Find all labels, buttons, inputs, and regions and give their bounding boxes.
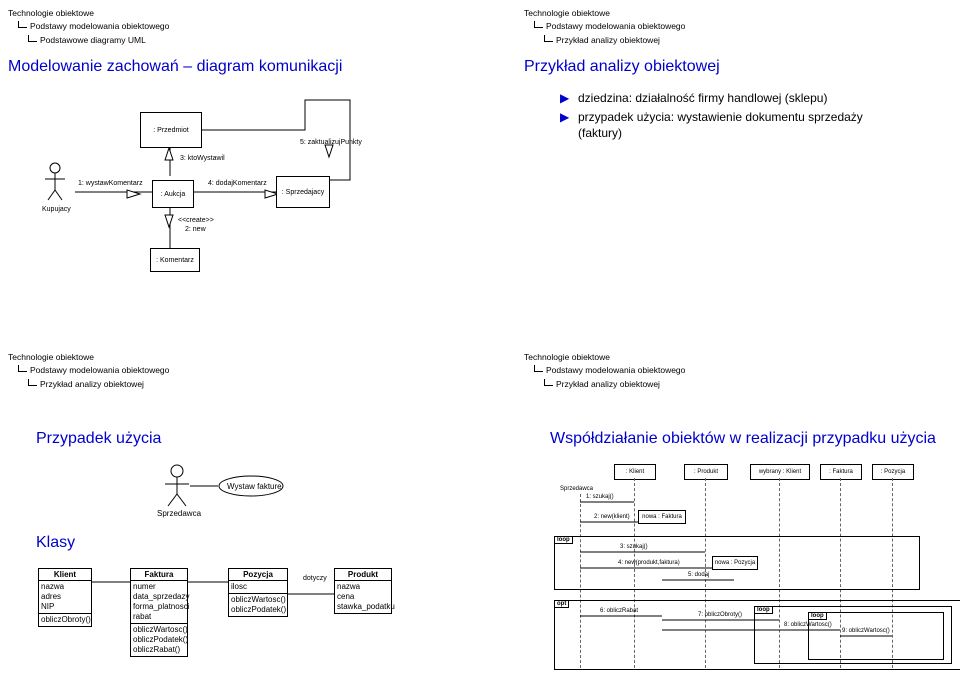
lifeline-faktura: : Faktura [820, 464, 862, 480]
actor-label: Sprzedawca [157, 509, 202, 518]
message-label: 9: obliczWartosc() [842, 628, 890, 634]
message-label: 6: obliczRabat [600, 608, 639, 614]
message-label: 4: new(produkt,faktura) [618, 560, 680, 566]
object-sprzedajacy: : Sprzedajacy [276, 176, 330, 208]
message-label: 1: szukaj() [586, 494, 614, 500]
frame-tag: loop [755, 607, 773, 614]
header-section: Podstawy modelowania obiektowego [8, 21, 169, 31]
tree-hook-icon [28, 35, 37, 42]
bullet-icon: ▶ [560, 91, 570, 105]
slide-title: Współdziałanie obiektów w realizacji prz… [550, 430, 936, 447]
lifeline-pozycja: : Pozycja [872, 464, 914, 480]
slide-title: Modelowanie zachowań – diagram komunikac… [8, 58, 343, 75]
header-course: Technologie obiektowe [524, 352, 611, 362]
tree-hook-icon [534, 21, 543, 28]
object-nowa-pozycja: nowa : Pozycja [712, 556, 758, 570]
message-label: 1: wystawKomentarz [78, 180, 143, 187]
loop-frame-nested: loop [808, 612, 944, 660]
sequence-arrows [580, 501, 892, 637]
association-label: dotyczy [303, 575, 327, 582]
object-przedmiot: : Przedmiot [140, 112, 202, 148]
lifeline-line [634, 478, 635, 668]
tree-hook-icon [534, 365, 543, 372]
message-label: 5: dodaj [688, 572, 710, 578]
message-label: 3: szukaj() [620, 544, 648, 550]
loop-frame-inner: loop [754, 606, 952, 664]
message-label: 7: obliczObroty() [698, 612, 743, 618]
slide-communication-diagram: Technologie obiektowe Podstawy modelowan… [0, 0, 476, 334]
object-nowa-faktura: nowa : Faktura [638, 510, 686, 524]
slide-header: Technologie obiektowe Podstawy modelowan… [0, 344, 476, 394]
frame-tag: loop [555, 537, 573, 544]
object-aukcja: : Aukcja [152, 180, 194, 208]
loop-frame: loop [554, 536, 920, 590]
lifeline-line [705, 478, 706, 668]
header-course: Technologie obiektowe [8, 8, 95, 18]
frame-tag: opt [555, 601, 570, 608]
slide-sequence-diagram: Technologie obiektowe Podstawy modelowan… [516, 344, 960, 678]
header-section: Podstawy modelowania obiektowego [524, 365, 685, 375]
header-course: Technologie obiektowe [8, 352, 95, 362]
bullet-text-continued: (faktury) [578, 126, 623, 140]
header-subsection: Przykład analizy obiektowej [8, 379, 144, 389]
message-label: 2: new(klient) [594, 514, 630, 520]
actor-label: Kupujacy [42, 206, 71, 213]
slide-analysis-example: Technologie obiektowe Podstawy modelowan… [516, 0, 960, 334]
section-title: Klasy [36, 534, 76, 551]
class-pozycja: Pozycja ilosc obliczWartosc()obliczPodat… [228, 568, 288, 617]
opt-frame: opt [554, 600, 960, 670]
communication-links [45, 99, 351, 248]
lifeline-line [580, 494, 581, 668]
header-course: Technologie obiektowe [524, 8, 611, 18]
lifeline-line [892, 478, 893, 668]
slide-header: Technologie obiektowe Podstawy modelowan… [516, 0, 960, 50]
message-label: 4: dodajKomentarz [208, 180, 267, 187]
lifeline-wybrany-klient: wybrany : Klient [750, 464, 810, 480]
slide-header: Technologie obiektowe Podstawy modelowan… [0, 0, 476, 50]
tree-hook-icon [18, 365, 27, 372]
lifeline-line [840, 478, 841, 668]
bullet-icon: ▶ [560, 110, 570, 124]
use-case-diagram [89, 464, 334, 595]
header-subsection: Przykład analizy obiektowej [524, 35, 660, 45]
tree-hook-icon [18, 21, 27, 28]
message-label: <<create>> [178, 217, 214, 224]
use-case-label: Wystaw fakture [227, 482, 282, 491]
header-subsection: Przykład analizy obiektowej [524, 379, 660, 389]
slide-title: Przypadek użycia [36, 430, 162, 447]
bullet-text: dziedzina: działalność firmy handlowej (… [578, 91, 828, 105]
message-label: 5: zaktualizujPunkty [300, 139, 362, 146]
message-label: 8: obliczWartosc() [784, 622, 832, 628]
header-section: Podstawy modelowania obiektowego [8, 365, 169, 375]
slide-use-case: Technologie obiektowe Podstawy modelowan… [0, 344, 476, 678]
header-subsection: Podstawowe diagramy UML [8, 35, 146, 45]
lifeline-klient: : Klient [614, 464, 656, 480]
bullet-text: przypadek użycia: wystawienie dokumentu … [578, 110, 863, 124]
slide-title: Przykład analizy obiektowej [524, 58, 720, 75]
tree-hook-icon [28, 379, 37, 386]
lifeline-line [779, 478, 780, 668]
tree-hook-icon [544, 379, 553, 386]
slide-header: Technologie obiektowe Podstawy modelowan… [516, 344, 960, 394]
object-komentarz: : Komentarz [150, 248, 200, 272]
message-label: 3: ktoWystawil [180, 155, 225, 162]
frame-tag: loop [809, 613, 827, 620]
lifeline-produkt: : Produkt [684, 464, 728, 480]
tree-hook-icon [544, 35, 553, 42]
header-section: Podstawy modelowania obiektowego [524, 21, 685, 31]
actor-label: Sprzedawca [560, 486, 594, 492]
message-label: 2: new [185, 226, 206, 233]
